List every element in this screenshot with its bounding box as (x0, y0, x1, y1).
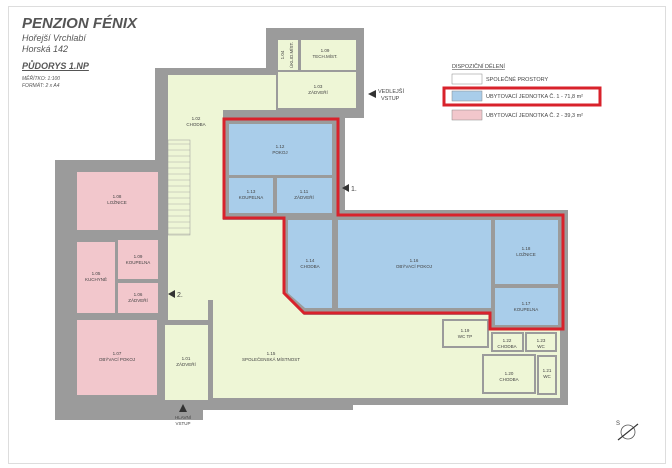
room-name: KOUPELNA (126, 260, 151, 265)
room-name: ZÁDVEŘÍ (128, 296, 148, 303)
stairs (167, 139, 191, 236)
room-number: 1.21 (543, 368, 552, 373)
room-name: WC (543, 374, 551, 379)
entrance-label: VSTUP (175, 421, 190, 426)
entrance-label: VSTUP (381, 96, 400, 102)
unit-2-entrance: 2. (168, 290, 183, 299)
room-name: CHODBA (186, 122, 205, 127)
room-number: 1.20 (505, 371, 514, 376)
entrance-label: VEDLEJŠÍ (378, 88, 404, 95)
room-number: 1.22 (503, 338, 512, 343)
room-name: OBÝVACÍ POKOJ (396, 263, 432, 269)
room-number: 1.08 (113, 194, 122, 199)
scale-label: MĚŘÍTKO: 1:100 (22, 76, 61, 82)
unit-1-entrance: 1. (342, 184, 357, 193)
room-name: KOUPELNA (239, 195, 264, 200)
unit-1 (229, 124, 558, 325)
room-name: WC (537, 344, 545, 349)
room-name: SPOLEČENSKÁ MÍSTNOST (242, 356, 300, 362)
room-name: ZÁDVEŘÍ (176, 360, 196, 367)
room-name: ÚKLID.MÍST. (288, 42, 294, 68)
address-line1: Hořejší Vrchlabí (22, 33, 86, 43)
room-number: 1.01 (182, 356, 191, 361)
room-name: KUCHYNĚ (85, 275, 107, 282)
main-entrance: HLAVNÍ VSTUP (175, 404, 192, 426)
room-name: OBÝVACÍ POKOJ (99, 356, 135, 362)
room-number: 1.07 (113, 351, 122, 356)
entrance-arrow-icon (179, 404, 187, 412)
side-entrance: VEDLEJŠÍ VSTUP (368, 88, 404, 102)
room-number: 1.11 (300, 189, 309, 194)
room-number: 1.03 (314, 84, 323, 89)
room-number: 1.17 (522, 301, 531, 306)
room-name: CHODBA (300, 264, 319, 269)
entrance-label: HLAVNÍ (175, 414, 192, 420)
service-rooms (442, 319, 557, 395)
room-name: LOŽNICE (107, 198, 127, 205)
entrance-label: 2. (177, 292, 183, 299)
legend-highlight (442, 86, 602, 107)
room-name: ZÁDVEŘÍ (294, 193, 314, 200)
legend-item: UBYTOVACÍ JEDNOTKA Č. 2 - 39,3 m² (486, 112, 583, 119)
room-number: 1.16 (410, 258, 419, 263)
unit-1-highlight (222, 117, 565, 331)
room-number: 1.14 (306, 258, 315, 263)
legend-title: DISPOZIČNÍ DĚLENÍ (452, 62, 505, 70)
room-name: POKOJ (272, 150, 287, 155)
entrance-arrow-icon (342, 184, 349, 192)
address-line2: Horská 142 (22, 44, 69, 54)
room-name: CHODBA (497, 344, 516, 349)
room-number: 1.05 (92, 271, 101, 276)
entrance-arrow-icon (168, 290, 175, 298)
common-areas (165, 40, 560, 400)
legend-item: UBYTOVACÍ JEDNOTKA Č. 1 - 71,8 m² (486, 93, 583, 100)
room-number: 1.12 (276, 144, 285, 149)
room-number: 1.09 (321, 48, 330, 53)
room-name: LOŽNICE (516, 250, 536, 257)
entrance-label: 1. (351, 186, 357, 193)
room-number: 1.13 (247, 189, 256, 194)
room-name: WC TP (458, 334, 472, 339)
room-name: ZÁDVEŘÍ (308, 88, 328, 95)
stair-treads (168, 143, 190, 235)
plan-title: PŮDORYS 1.NP (22, 61, 89, 71)
room-name: CHODBA (499, 377, 518, 382)
north-arrow-icon: S (616, 421, 639, 441)
entrance-arrow-icon (368, 90, 376, 98)
room-name: KOUPELNA (514, 307, 539, 312)
svg-text:S: S (616, 421, 620, 427)
room-number: 1.23 (537, 338, 546, 343)
legend-item: SPOLEČNÉ PROSTORY (486, 76, 548, 83)
room-number: 1.06 (134, 292, 143, 297)
room-number: 1.09 (134, 254, 143, 259)
room-number: 1.18 (522, 246, 531, 251)
page-title: PENZION FÉNIX (22, 15, 138, 32)
format-label: FORMÁT: 2 x A4 (22, 83, 60, 89)
room-number: 1.19 (461, 328, 470, 333)
unit-2 (77, 172, 158, 395)
legend: DISPOZIČNÍ DĚLENÍ SPOLEČNÉ PROSTORY UBYT… (442, 62, 602, 121)
room-number: 1.02 (192, 116, 201, 121)
room-name: TECH.MÍST. (312, 53, 337, 59)
room-number: 1.04 (280, 50, 285, 59)
room-number: 1.15 (267, 351, 276, 356)
